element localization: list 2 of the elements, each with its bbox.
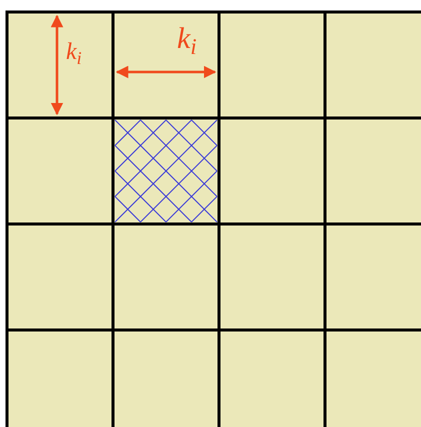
dimension-label: k$_{i}$ bbox=[177, 24, 197, 54]
dimension-label: k$_{i}$ bbox=[66, 40, 82, 64]
